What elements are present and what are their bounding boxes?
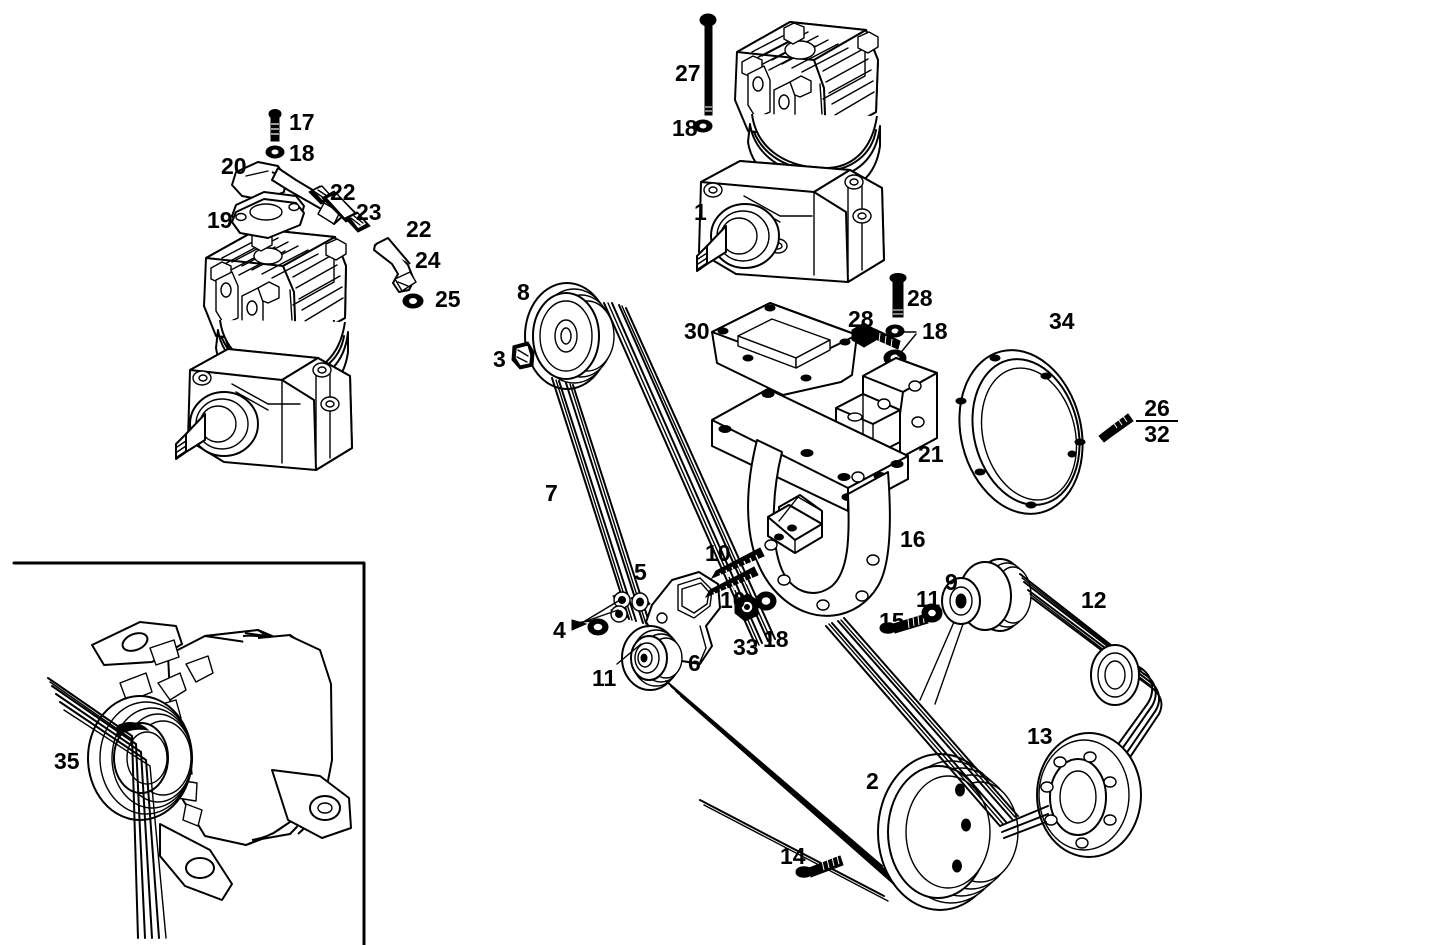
callout-9: 9 xyxy=(945,569,958,595)
bottom-belt-runs xyxy=(665,617,1049,902)
part-12-drive-belt xyxy=(1019,573,1163,788)
callout-18-c: 18 xyxy=(922,318,948,344)
callout-18-b: 18 xyxy=(672,115,698,141)
part-23-connector-sleeve xyxy=(321,190,359,223)
part-4-nut-and-washer-set xyxy=(571,591,631,636)
part-10-tension-spring-lower xyxy=(704,566,759,600)
part-26-32-stud-bolt xyxy=(1098,413,1134,443)
alternator-assembly-illustration xyxy=(47,621,352,939)
callout-13: 13 xyxy=(1027,723,1053,749)
callout-34: 34 xyxy=(1049,308,1075,334)
callout-8: 8 xyxy=(517,279,530,305)
part-33-hex-nut xyxy=(734,593,759,622)
inset-belt-strands xyxy=(47,677,167,939)
callout-32-denominator: 32 xyxy=(1144,421,1170,448)
callout-28-b: 28 xyxy=(907,285,933,311)
part-15-hex-head-bolt xyxy=(879,613,929,634)
fraction-bar xyxy=(1136,420,1178,423)
part-19-flange-gasket-plate xyxy=(231,191,305,239)
part-17-cap-screw xyxy=(268,109,282,142)
callout-3: 3 xyxy=(493,346,506,372)
callout-23: 23 xyxy=(356,199,382,225)
callout-30: 30 xyxy=(684,318,710,344)
compressor-left-illustration xyxy=(175,228,353,471)
callout-18-d: 18 xyxy=(763,626,789,652)
callout-10-b: 10 xyxy=(720,587,746,613)
part-11-flat-washer-right xyxy=(921,603,943,623)
callout-6: 6 xyxy=(688,650,701,676)
callout-4: 4 xyxy=(553,617,566,643)
callout-21: 21 xyxy=(918,441,944,467)
part-10-tension-spring-upper xyxy=(710,547,765,581)
alternator-inset-frame xyxy=(12,561,366,945)
part-24-pipe-bend xyxy=(373,237,417,293)
part-18-lock-washer-c xyxy=(755,591,777,611)
callout-19: 19 xyxy=(207,207,233,233)
callout-2: 2 xyxy=(866,768,879,794)
alternator-pulley xyxy=(87,695,193,821)
callout-25: 25 xyxy=(435,286,461,312)
part-28-hex-bolt-upper xyxy=(889,273,907,318)
part-34-o-ring-seal xyxy=(955,349,1086,515)
part-11-flat-washer-left xyxy=(616,643,642,665)
part-27-long-stud-bolt xyxy=(699,13,717,116)
part-8-drive-pulley xyxy=(524,282,615,390)
callout-leader-18 xyxy=(897,331,917,357)
callout-33: 33 xyxy=(733,634,759,660)
part-9-idler-pulley xyxy=(919,558,1032,705)
part-3-pulley-retaining-bolt xyxy=(511,341,535,370)
callout-5: 5 xyxy=(634,559,647,585)
callout-7: 7 xyxy=(545,480,558,506)
callout-20: 20 xyxy=(221,153,247,179)
part-6-tensioner-pulley xyxy=(621,625,683,691)
part-13-pulley-hub-flange xyxy=(1036,732,1142,858)
part-7-v-belt xyxy=(551,302,776,647)
callout-12: 12 xyxy=(1081,587,1107,613)
part-2-crankshaft-pulley xyxy=(877,753,1019,911)
part-5-spacer-bushing xyxy=(630,592,651,612)
part-30-mounting-gasket xyxy=(711,302,858,396)
callout-22-b: 22 xyxy=(406,216,432,242)
callout-27: 27 xyxy=(675,60,701,86)
callout-26-over-32: 26 32 xyxy=(1136,396,1178,446)
part-18-lock-washer-top xyxy=(693,119,713,133)
callout-26-numerator: 26 xyxy=(1144,395,1170,421)
callout-35: 35 xyxy=(54,748,80,774)
part-1-air-compressor xyxy=(696,21,885,283)
part-22-sealing-ring-lower xyxy=(344,211,371,233)
callout-28-a: 28 xyxy=(848,306,874,332)
callout-15: 15 xyxy=(879,608,905,634)
callout-16: 16 xyxy=(900,526,926,552)
callout-10-a: 10 xyxy=(705,540,731,566)
part-16-compressor-support-bracket xyxy=(711,388,909,617)
callout-18-a: 18 xyxy=(289,140,315,166)
callout-1: 1 xyxy=(694,199,707,225)
callout-22-a: 22 xyxy=(330,179,356,205)
callout-17: 17 xyxy=(289,109,315,135)
part-14-hex-head-bolt xyxy=(795,855,844,878)
part-18-lock-washer-left xyxy=(265,145,285,159)
callout-14: 14 xyxy=(780,843,806,869)
part-18-lock-washer-a xyxy=(885,324,905,338)
part-25-washer xyxy=(402,293,424,309)
callout-11-a: 11 xyxy=(916,586,941,612)
callout-24: 24 xyxy=(415,247,441,273)
callout-11-b: 11 xyxy=(592,665,617,691)
